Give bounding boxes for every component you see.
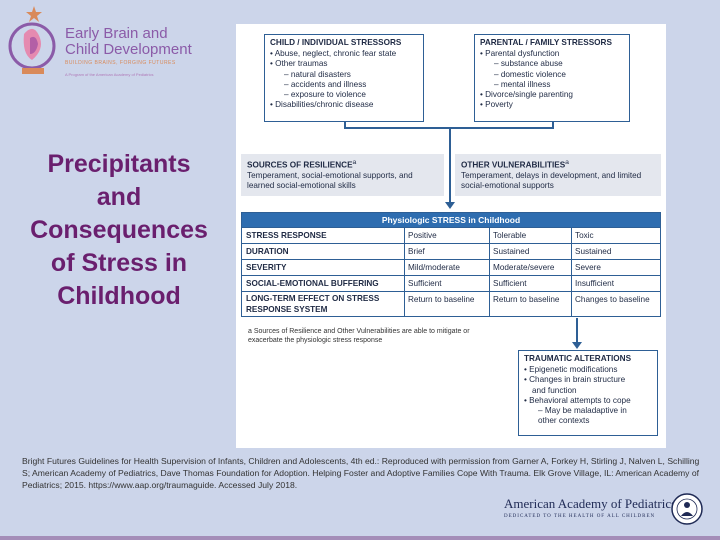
- table-cell: Tolerable: [490, 228, 572, 243]
- list-item: – mental illness: [494, 79, 551, 89]
- logo-tagline: BUILDING BRAINS, FORGING FUTURES: [65, 60, 176, 66]
- table-cell: SOCIAL-EMOTIONAL BUFFERING: [242, 276, 405, 291]
- table-cell: Insufficient: [575, 279, 614, 288]
- list-item: – exposure to violence: [284, 90, 366, 100]
- logo-title-line2: Child Development: [65, 41, 192, 58]
- child-stressors-title: CHILD / INDIVIDUAL STRESSORS: [270, 38, 402, 47]
- slide-title: Precipitants and Consequences of Stress …: [8, 148, 230, 313]
- vulnerabilities-title: OTHER VULNERABILITIES: [461, 160, 566, 170]
- arrow-down-icon: [572, 342, 582, 349]
- list-item: • Abuse, neglect, chronic fear state: [270, 49, 397, 59]
- table-cell: Positive: [405, 228, 490, 243]
- table-cell: Brief: [405, 244, 490, 259]
- list-item: – May be maladaptive in: [538, 406, 627, 416]
- table-cell: Severe: [575, 263, 601, 272]
- list-item: • Epigenetic modifications: [524, 365, 618, 375]
- table-cell: Return to baseline: [405, 292, 490, 316]
- traumatic-alterations-title: TRAUMATIC ALTERATIONS: [524, 354, 632, 363]
- table-cell: LONG-TERM EFFECT ON STRESS RESPONSE SYST…: [242, 292, 405, 316]
- slide-title-line: and: [96, 183, 142, 211]
- list-item: – substance abuse: [494, 59, 563, 69]
- resilience-title: SOURCES OF RESILIENCE: [247, 160, 353, 170]
- table-row: STRESS RESPONSE Positive Tolerable Toxic: [242, 227, 660, 243]
- vulnerabilities-text: Temperament, delays in development, and …: [461, 170, 642, 190]
- table-cell: Moderate/severe: [490, 260, 572, 275]
- table-cell: STRESS RESPONSE: [242, 228, 405, 243]
- table-cell: Toxic: [575, 231, 594, 240]
- stress-diagram: CHILD / INDIVIDUAL STRESSORS • Abuse, ne…: [236, 24, 666, 448]
- table-cell: Sufficient: [490, 276, 572, 291]
- stress-table-title: Physiologic STRESS in Childhood: [242, 213, 660, 227]
- list-item: and function: [532, 385, 577, 395]
- connector-line: [576, 318, 578, 342]
- slide-title-line: Childhood: [57, 282, 181, 310]
- table-cell: Mild/moderate: [405, 260, 490, 275]
- connector-line: [552, 122, 554, 128]
- aap-seal-icon: [671, 493, 703, 525]
- table-row: SEVERITY Mild/moderate Moderate/severe S…: [242, 259, 660, 275]
- logo-title-line1: Early Brain and: [65, 25, 168, 42]
- table-cell: Changes to baseline: [575, 295, 650, 304]
- ebcd-logo: Early Brain and Child Development BUILDI…: [4, 4, 224, 80]
- footnote-marker: a: [352, 159, 357, 166]
- list-item: • Poverty: [480, 100, 513, 110]
- ebcd-emblem-icon: [8, 6, 56, 74]
- slide-title-line: of Stress in: [50, 249, 188, 277]
- logo-fine-print: A Program of the American Academy of Ped…: [65, 72, 154, 77]
- aap-tagline: DEDICATED TO THE HEALTH OF ALL CHILDREN: [504, 514, 656, 519]
- list-item: • Disabilities/chronic disease: [270, 100, 374, 110]
- parental-stressors-box: PARENTAL / FAMILY STRESSORS • Parental d…: [474, 34, 630, 122]
- footnote-marker: a: [565, 159, 569, 166]
- table-row: DURATION Brief Sustained Sustained: [242, 243, 660, 259]
- list-item: other contexts: [538, 416, 590, 426]
- stress-table: Physiologic STRESS in Childhood STRESS R…: [241, 212, 661, 317]
- bottom-bar: [0, 536, 720, 540]
- list-item: – natural disasters: [284, 69, 351, 79]
- table-cell: Return to baseline: [490, 292, 572, 316]
- table-cell: Sustained: [575, 247, 612, 256]
- table-cell: Sustained: [490, 244, 572, 259]
- list-item: – domestic violence: [494, 69, 566, 79]
- list-item: • Divorce/single parenting: [480, 90, 573, 100]
- table-cell: DURATION: [242, 244, 405, 259]
- aap-name: American Academy of Pediatrics: [504, 496, 677, 511]
- resilience-box: SOURCES OF RESILIENCEa Temperament, soci…: [241, 154, 444, 196]
- logo-title: Early Brain and Child Development: [65, 26, 192, 58]
- connector-line: [449, 127, 451, 202]
- list-item: • Other traumas: [270, 59, 328, 69]
- list-item: • Behavioral attempts to cope: [524, 395, 631, 405]
- slide-title-line: Consequences: [30, 216, 208, 244]
- parental-stressors-title: PARENTAL / FAMILY STRESSORS: [480, 38, 612, 47]
- connector-line: [344, 122, 346, 128]
- table-row: LONG-TERM EFFECT ON STRESS RESPONSE SYST…: [242, 291, 660, 316]
- table-cell: SEVERITY: [242, 260, 405, 275]
- traumatic-alterations-box: TRAUMATIC ALTERATIONS • Epigenetic modif…: [518, 350, 658, 436]
- vulnerabilities-box: OTHER VULNERABILITIESa Temperament, dela…: [455, 154, 661, 196]
- list-item: • Parental dysfunction: [480, 49, 560, 59]
- table-row: SOCIAL-EMOTIONAL BUFFERING Sufficient Su…: [242, 275, 660, 291]
- arrow-down-icon: [445, 202, 455, 209]
- slide-title-line: Precipitants: [47, 150, 191, 178]
- resilience-text: Temperament, social-emotional supports, …: [247, 170, 413, 190]
- child-stressors-box: CHILD / INDIVIDUAL STRESSORS • Abuse, ne…: [264, 34, 424, 122]
- list-item: – accidents and illness: [284, 79, 367, 89]
- citation-text: Bright Futures Guidelines for Health Sup…: [22, 456, 700, 490]
- table-cell: Sufficient: [405, 276, 490, 291]
- aap-logo: American Academy of Pediatrics DEDICATED…: [500, 492, 710, 532]
- footnote: a Sources of Resilience and Other Vulner…: [248, 328, 470, 344]
- list-item: • Changes in brain structure: [524, 375, 626, 385]
